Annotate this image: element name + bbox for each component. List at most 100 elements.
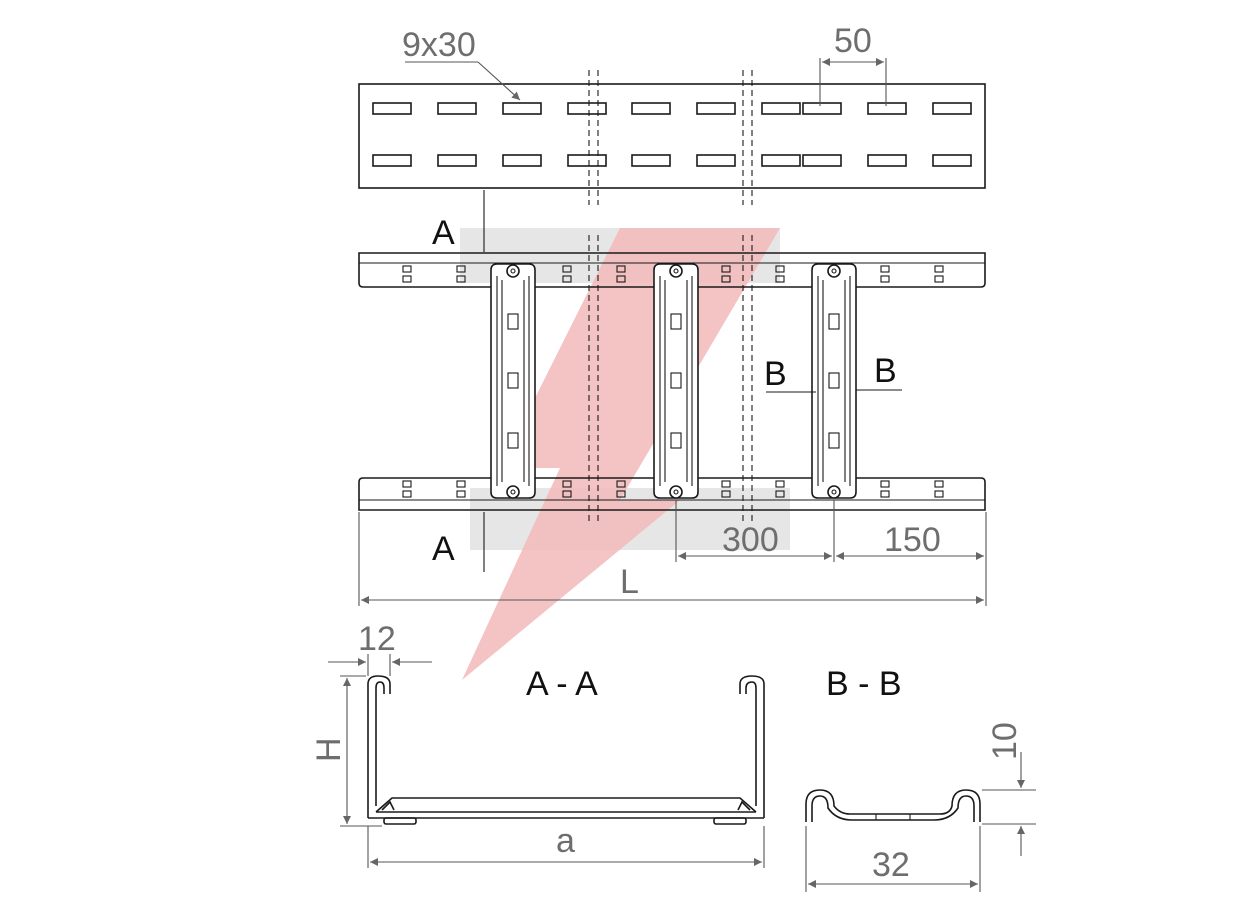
slot xyxy=(372,102,412,115)
rail-hole xyxy=(616,490,626,498)
rail-hole xyxy=(616,265,626,273)
slot xyxy=(567,154,607,167)
rail-hole xyxy=(456,480,466,488)
slot xyxy=(502,102,542,115)
rung-slot xyxy=(828,432,840,449)
bolt-icon xyxy=(827,264,841,278)
rung-width-dimension: 32 xyxy=(805,826,981,892)
rail-hole xyxy=(616,275,626,283)
rung-slot xyxy=(670,313,682,330)
end-distance-label: 150 xyxy=(884,521,941,559)
top-flange-view xyxy=(358,70,986,205)
rail-hole xyxy=(562,275,572,283)
section-aa-title: A - A xyxy=(526,665,598,703)
rail-hole xyxy=(402,275,412,283)
slot-pitch-dimension: 50 xyxy=(819,22,887,106)
rung-slot xyxy=(507,432,519,449)
rail-hole xyxy=(880,275,890,283)
slot xyxy=(932,154,972,167)
flange-width-dimension: 12 xyxy=(328,620,432,676)
bolt-center xyxy=(831,268,837,274)
slot-pitch-label: 50 xyxy=(834,22,872,60)
rail-hole xyxy=(616,480,626,488)
slot xyxy=(867,154,907,167)
rail-hole xyxy=(775,490,785,498)
length-dimension: L xyxy=(358,512,987,606)
width-dimension: a xyxy=(367,822,765,868)
rail-hole xyxy=(456,490,466,498)
section-aa-view: A - A xyxy=(367,665,765,825)
bolt-icon xyxy=(827,485,841,499)
bolt-center xyxy=(510,489,516,495)
slot xyxy=(867,102,907,115)
rail-hole xyxy=(880,490,890,498)
rung-slot xyxy=(507,313,519,330)
rail-hole xyxy=(934,265,944,273)
slot xyxy=(761,154,801,167)
rung-slot xyxy=(670,432,682,449)
rung-outline xyxy=(490,263,536,499)
rail-hole xyxy=(721,490,731,498)
slot xyxy=(437,154,477,167)
bolt-center xyxy=(673,268,679,274)
length-label: L xyxy=(620,563,639,601)
rail-hole-pattern xyxy=(402,265,944,498)
rung-height-label: 10 xyxy=(986,722,1024,760)
section-b-left-label: B xyxy=(764,355,787,393)
rail-hole xyxy=(934,490,944,498)
slot xyxy=(802,102,842,115)
bolt-icon xyxy=(506,485,520,499)
rung-slot xyxy=(828,313,840,330)
rung-pitch-label: 300 xyxy=(722,521,779,559)
section-a-bottom-label: A xyxy=(432,530,455,568)
bolt-icon xyxy=(506,264,520,278)
slot xyxy=(631,154,671,167)
rail-hole xyxy=(721,480,731,488)
rail-hole xyxy=(456,275,466,283)
rung-slot xyxy=(828,372,840,389)
rail-hole xyxy=(402,265,412,273)
slot-pattern xyxy=(372,102,972,167)
rung xyxy=(811,263,857,499)
bolt-icon xyxy=(669,485,683,499)
rail-hole xyxy=(775,265,785,273)
section-bb-title: B - B xyxy=(826,665,902,703)
rail-hole xyxy=(775,480,785,488)
rung-width-label: 32 xyxy=(872,846,910,884)
rail-hole xyxy=(456,265,466,273)
section-bb-view: B - B xyxy=(805,665,981,822)
rail-hole xyxy=(721,275,731,283)
rung-slot xyxy=(507,372,519,389)
slot xyxy=(696,154,736,167)
rung-slot xyxy=(670,372,682,389)
lightning-bolt-icon xyxy=(462,228,780,680)
rail-hole xyxy=(880,480,890,488)
rung-height-dimension: 10 xyxy=(982,722,1036,856)
rung-pitch-dimension: 300 150 xyxy=(675,500,987,562)
bolt-center xyxy=(673,489,679,495)
rung xyxy=(490,263,536,499)
slot-size-label: 9x30 xyxy=(402,26,476,64)
slot xyxy=(372,154,412,167)
rail-hole xyxy=(562,490,572,498)
rail-hole xyxy=(880,265,890,273)
bolt-center xyxy=(831,489,837,495)
ladder-plan-view xyxy=(358,235,986,522)
rung-outline xyxy=(811,263,857,499)
slot xyxy=(761,102,801,115)
rung-outline xyxy=(653,263,699,499)
section-a-top-label: A xyxy=(432,214,455,252)
slot xyxy=(696,102,736,115)
slot xyxy=(502,154,542,167)
slot xyxy=(567,102,607,115)
slot xyxy=(437,102,477,115)
rail-hole xyxy=(775,275,785,283)
slot xyxy=(802,154,842,167)
rail-hole xyxy=(721,265,731,273)
section-a-markers: A A xyxy=(432,190,485,572)
section-b-right-label: B xyxy=(874,352,897,390)
rail-hole xyxy=(402,490,412,498)
section-b-markers: B B xyxy=(764,352,902,393)
rail-hole xyxy=(934,480,944,488)
